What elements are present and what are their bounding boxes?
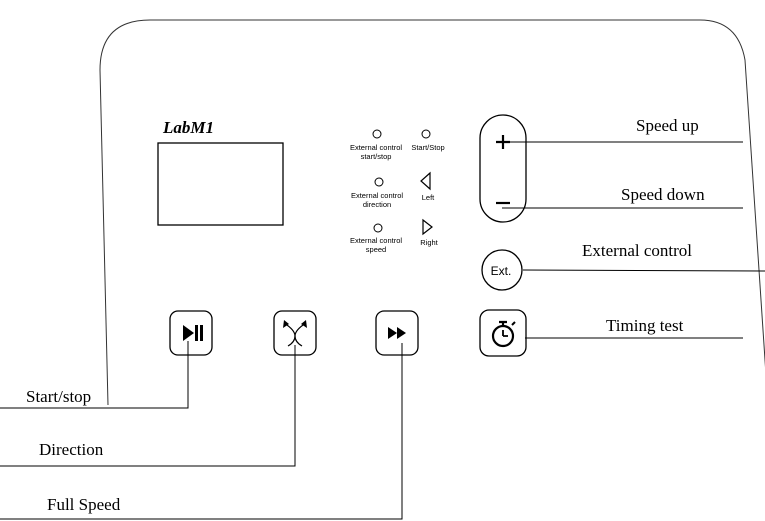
indicator-label-ext-start-stop-1: External control (350, 143, 402, 152)
callout-full-speed: Full Speed (47, 495, 121, 514)
fast-forward-icon (388, 327, 406, 339)
callout-speed-up: Speed up (636, 116, 699, 135)
indicator-light-ext-direction (374, 177, 384, 187)
indicator-label-ext-direction-2: direction (363, 200, 391, 209)
callout-speed-down: Speed down (621, 185, 705, 204)
callout-lines (0, 141, 765, 520)
indicator-label-ext-speed-1: External control (350, 236, 402, 245)
callout-start-stop: Start/stop (26, 387, 91, 406)
leader-external-control (522, 269, 765, 272)
stopwatch-icon (491, 320, 516, 348)
timing-test-button[interactable] (479, 309, 527, 357)
speed-capsule (479, 114, 527, 223)
left-arrow-icon (420, 171, 431, 191)
indicator-light-ext-start-stop (372, 129, 382, 139)
brand-logo: LabM1 (162, 118, 214, 137)
speed-control (479, 114, 527, 223)
callout-direction: Direction (39, 440, 104, 459)
leader-start-stop (0, 341, 189, 409)
ext-button-label: Ext. (491, 264, 512, 278)
direction-icon (283, 320, 307, 347)
indicator-label-ext-speed-2: speed (366, 245, 386, 254)
display-screen (157, 142, 284, 226)
indicator-label-left: Left (422, 193, 435, 202)
play-pause-icon (183, 325, 203, 341)
indicator-panel: External control start/stop Start/Stop E… (350, 129, 445, 254)
speed-down-button[interactable] (480, 170, 526, 222)
indicator-light-ext-speed (373, 223, 383, 233)
leader-direction (0, 345, 296, 467)
indicator-label-right: Right (420, 238, 438, 247)
indicator-light-start-stop (421, 129, 431, 139)
right-arrow-icon (422, 218, 433, 236)
indicator-label-ext-start-stop-2: start/stop (361, 152, 392, 161)
leader-full-speed (0, 343, 403, 520)
external-control-button[interactable]: Ext. (481, 249, 523, 291)
callout-external-control: External control (582, 241, 692, 260)
indicator-label-start-stop: Start/Stop (411, 143, 444, 152)
indicator-label-ext-direction-1: External control (351, 191, 403, 200)
callout-timing-test: Timing test (606, 316, 684, 335)
full-speed-button[interactable] (375, 310, 419, 356)
direction-button[interactable] (273, 310, 317, 356)
start-stop-button[interactable] (169, 310, 213, 356)
panel-outline (99, 19, 765, 406)
